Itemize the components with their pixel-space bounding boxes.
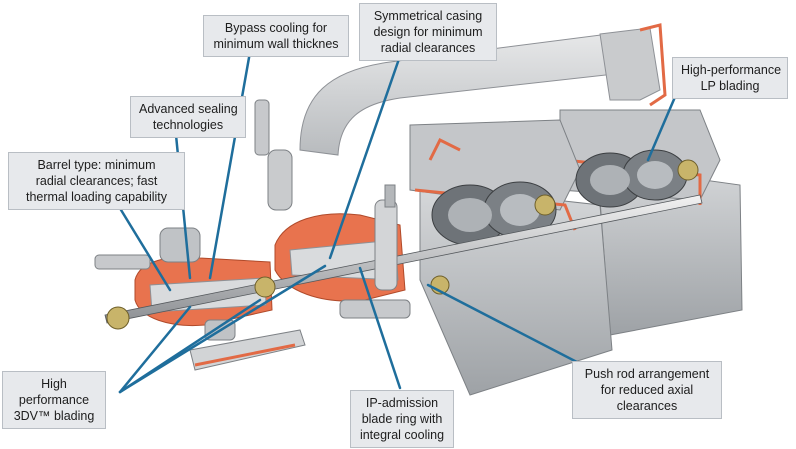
callout-line: radial clearances — [380, 41, 476, 55]
callout-line: design for minimum — [373, 25, 483, 39]
callout-line: technologies — [152, 118, 224, 132]
lp-rotor-2 — [575, 149, 688, 208]
callout-line: Advanced sealing — [139, 102, 238, 116]
valves-and-pipework — [94, 99, 411, 371]
callout-advanced-sealing: Advanced sealing technologies — [130, 96, 246, 138]
callout-line: thermal loading capability — [25, 190, 168, 204]
lp-rotor-1 — [431, 181, 557, 246]
callout-line: Symmetrical casing — [373, 9, 483, 23]
callout-symmetrical-casing: Symmetrical casing design for minimum ra… — [359, 3, 497, 61]
callout-line: LP blading — [700, 79, 760, 93]
callout-ip-admission: IP-admission blade ring with integral co… — [350, 390, 454, 448]
callout-line: blade ring with — [361, 412, 443, 426]
callout-line: Push rod arrangement — [584, 367, 710, 381]
callout-barrel-type: Barrel type: minimum radial clearances; … — [8, 152, 185, 210]
callout-high-performance-lp: High-performance LP blading — [672, 57, 788, 99]
callout-line: Bypass cooling for — [224, 21, 328, 35]
callout-push-rod: Push rod arrangement for reduced axial c… — [572, 361, 722, 419]
callout-line: High-performance — [681, 63, 782, 77]
callout-line: radial clearances; fast — [35, 174, 158, 188]
crossover-pipe — [299, 23, 667, 156]
callout-line: IP-admission — [365, 396, 439, 410]
callout-line: minimum wall thicknes — [213, 37, 339, 51]
rotor-shaft — [104, 194, 703, 324]
callout-high-performance-3dv: High performance 3DV™ blading — [2, 371, 106, 429]
callout-line: Barrel type: minimum — [37, 158, 156, 172]
callout-bypass-cooling: Bypass cooling for minimum wall thicknes — [203, 15, 349, 57]
callout-line: 3DV™ blading — [13, 409, 95, 423]
callout-line: High — [41, 377, 67, 391]
couplings — [106, 159, 699, 330]
callout-line: integral cooling — [359, 428, 445, 442]
callout-line: for reduced axial — [600, 383, 694, 397]
callout-line: performance — [18, 393, 90, 407]
callout-line: clearances — [616, 399, 678, 413]
